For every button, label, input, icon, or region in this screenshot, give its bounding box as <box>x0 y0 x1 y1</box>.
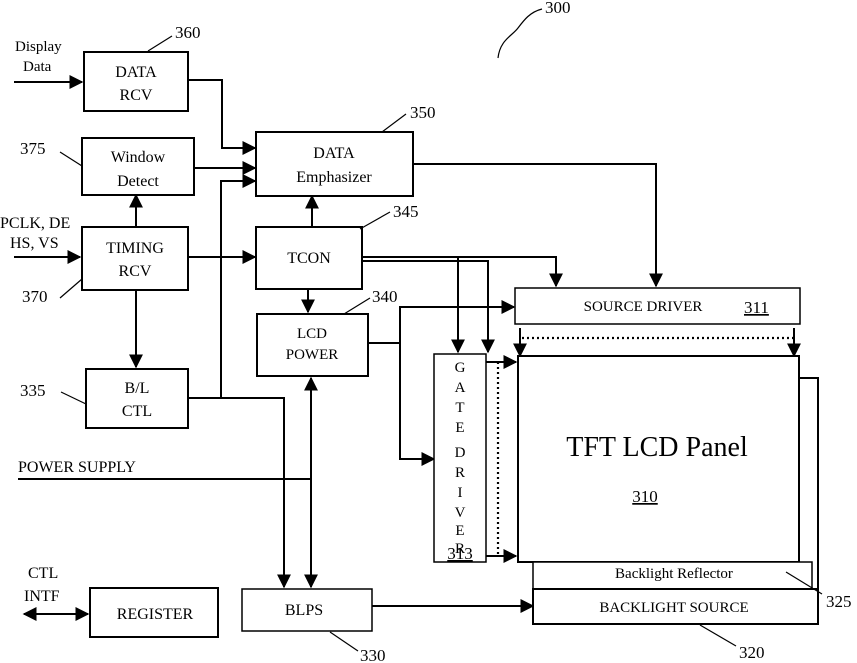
bl-ctl-to-blps-wire <box>221 398 284 587</box>
lcd-power-label-line1: LCD <box>297 326 327 342</box>
data-rcv-to-emphasizer-wire <box>188 80 255 148</box>
figure-ref-number: 300 <box>545 0 571 17</box>
leader-line <box>61 392 86 404</box>
lcd-power-to-gate-driver-wire <box>400 343 434 459</box>
tft-panel-ref: 310 <box>632 487 658 506</box>
gate-letter: V <box>455 505 466 521</box>
data-emphasizer-ref: 350 <box>410 103 436 122</box>
data-rcv-label-line2: RCV <box>120 87 153 104</box>
data-rcv-block: DATA RCV <box>84 52 188 111</box>
backlight-source-ref: 320 <box>739 643 765 662</box>
register-label: REGISTER <box>117 606 194 623</box>
leader-line <box>382 114 406 132</box>
window-detect-block: Window Detect <box>82 138 194 195</box>
blps-ref: 330 <box>360 646 386 663</box>
data-emphasizer-label-line2: Emphasizer <box>296 169 372 186</box>
window-detect-ref: 375 <box>20 139 46 158</box>
window-detect-label-line2: Detect <box>117 173 159 190</box>
timing-signals-label-line1: PCLK, DE <box>0 215 70 232</box>
bl-ctl-block: B/L CTL <box>86 369 188 428</box>
backlight-reflector-label: Backlight Reflector <box>615 566 733 582</box>
tcon-ref: 345 <box>393 202 419 221</box>
timing-rcv-block: TIMING RCV <box>82 227 188 290</box>
blps-block: BLPS <box>242 589 372 631</box>
display-data-label-line2: Data <box>23 59 52 75</box>
timing-rcv-label-line2: RCV <box>119 263 152 280</box>
leader-line <box>344 298 370 314</box>
gate-letter: G <box>455 360 466 376</box>
leader-line <box>60 279 82 298</box>
gate-driver-ref: 313 <box>447 544 473 563</box>
gate-letter: I <box>458 485 463 501</box>
lcd-power-block: LCD POWER <box>257 314 368 376</box>
tcon-block: TCON <box>256 227 362 289</box>
gate-driver-letters: G A T E D R I V E R <box>455 360 466 557</box>
ctl-intf-label-line2: INTF <box>24 588 60 605</box>
gate-letter: R <box>455 465 465 481</box>
tft-lcd-panel-block: TFT LCD Panel 310 <box>518 356 799 562</box>
data-emphasizer-label-line1: DATA <box>313 145 355 162</box>
lcd-power-ref: 340 <box>372 287 398 306</box>
leader-line <box>700 625 736 646</box>
source-driver-label: SOURCE DRIVER <box>584 299 703 315</box>
source-driver-block: SOURCE DRIVER 311 <box>515 288 800 324</box>
backlight-source-label: BACKLIGHT SOURCE <box>599 600 748 616</box>
timing-signals-label-line2: HS, VS <box>10 235 59 252</box>
register-block: REGISTER <box>90 588 218 637</box>
gate-letter: A <box>455 380 466 396</box>
backlight-source-block: BACKLIGHT SOURCE <box>533 589 818 624</box>
backlight-reflector-ref: 325 <box>826 592 852 611</box>
blps-label: BLPS <box>285 602 323 619</box>
display-data-label-line1: Display <box>15 39 62 55</box>
bl-ctl-label-line2: CTL <box>122 403 152 420</box>
gate-letter: D <box>455 445 466 461</box>
bl-ctl-to-emphasizer-wire <box>188 181 255 398</box>
tcon-label: TCON <box>287 250 331 267</box>
gate-driver-block: G A T E D R I V E R 313 <box>434 354 486 563</box>
timing-rcv-label-line1: TIMING <box>106 240 164 257</box>
leader-line <box>360 212 390 229</box>
gate-letter: E <box>455 420 464 436</box>
lcd-power-label-line2: POWER <box>286 347 339 363</box>
figure-ref-squiggle <box>498 9 542 58</box>
ctl-intf-label-line1: CTL <box>28 565 58 582</box>
data-emphasizer-block: DATA Emphasizer <box>256 132 413 196</box>
leader-line <box>330 632 358 651</box>
source-driver-ref: 311 <box>744 298 769 317</box>
emphasizer-to-source-driver-wire <box>413 164 656 286</box>
window-detect-label-line1: Window <box>111 149 166 166</box>
bl-ctl-ref: 335 <box>20 381 46 400</box>
power-supply-label: POWER SUPPLY <box>18 459 136 476</box>
timing-rcv-ref: 370 <box>22 287 48 306</box>
backlight-reflector-block: Backlight Reflector <box>533 562 812 589</box>
bl-ctl-label-line1: B/L <box>125 380 150 397</box>
leader-line <box>60 152 82 166</box>
data-rcv-label-line1: DATA <box>115 64 157 81</box>
lcd-power-to-source-driver-wire <box>368 307 514 343</box>
leader-line <box>148 36 172 51</box>
gate-letter: T <box>455 400 464 416</box>
data-rcv-ref: 360 <box>175 23 201 42</box>
gate-letter: E <box>455 523 464 539</box>
input-labels: Display Data PCLK, DE HS, VS POWER SUPPL… <box>0 39 136 605</box>
tft-panel-label: TFT LCD Panel <box>566 432 748 463</box>
